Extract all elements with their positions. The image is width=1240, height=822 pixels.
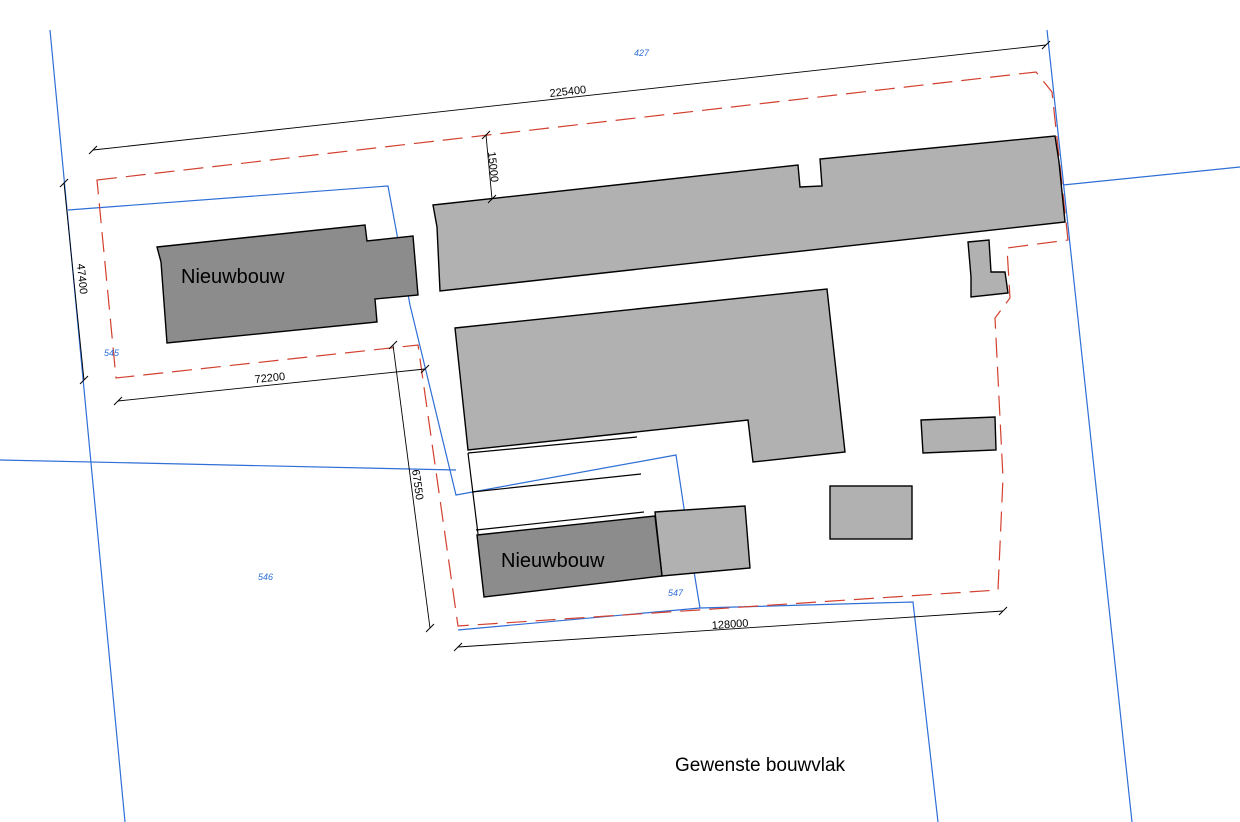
parcel-line-east — [1046, 29, 1133, 822]
dimension-line-left-width — [63, 182, 85, 381]
dimension-tick — [113, 396, 123, 406]
dimension-line-left-length — [117, 368, 426, 402]
dimension-top-length: 225400 — [549, 84, 587, 100]
dimension-tick — [59, 178, 69, 188]
existing-building-long-north — [432, 135, 1066, 292]
shed-line-1 — [467, 436, 638, 454]
dimension-line-offset — [485, 134, 493, 200]
dimension-tick — [998, 606, 1008, 616]
new-building-west — [156, 224, 419, 344]
parcel-number-546: 546 — [258, 572, 273, 582]
parcel-line-southwest — [0, 459, 457, 471]
dimension-line-mid-width — [392, 344, 431, 629]
dimension-line-top — [92, 44, 1047, 151]
dimension-tick — [388, 340, 398, 350]
dimension-left-length: 72200 — [254, 371, 286, 386]
existing-building-south-annex — [654, 505, 751, 577]
parcel-number-545: 545 — [104, 348, 120, 358]
parcel-547-boundary — [457, 601, 939, 822]
dimension-tick — [88, 145, 98, 155]
dimension-tick — [1041, 40, 1051, 50]
new-building-west-label: Nieuwbouw — [181, 266, 285, 288]
parcel-line-west — [49, 29, 126, 822]
desired-building-envelope — [96, 71, 1069, 627]
shed-line-3 — [475, 511, 645, 531]
existing-building-annex-east — [920, 416, 997, 454]
dimension-tick — [453, 642, 463, 652]
existing-building-square — [829, 485, 913, 540]
parcel-number-547: 547 — [668, 588, 684, 598]
dimension-left-width: 47400 — [74, 263, 89, 295]
new-building-south-label: Nieuwbouw — [501, 550, 605, 572]
dimension-tick — [487, 194, 497, 204]
new-building-south — [476, 515, 663, 598]
parcel-number-427: 427 — [634, 48, 650, 58]
open-shed-outlines — [467, 436, 645, 535]
dimension-lines: 225400 15000 47400 72200 67550 128000 — [59, 40, 1051, 652]
dimension-bottom-length: 128000 — [711, 618, 748, 632]
shed-line-2 — [471, 473, 642, 493]
dimension-line-bottom — [457, 610, 1004, 648]
dimension-tick — [79, 375, 89, 385]
parcel-numbers: 427 545 546 547 — [104, 48, 684, 598]
existing-building-small-east — [967, 239, 1009, 298]
dimension-top-offset: 15000 — [485, 151, 500, 183]
dimension-tick — [425, 623, 435, 633]
dimension-tick — [481, 130, 491, 140]
new-buildings — [156, 224, 663, 598]
drawing-caption: Gewenste bouwvlak — [675, 755, 846, 776]
existing-buildings — [432, 135, 1066, 577]
parcel-line-northeast — [1062, 166, 1240, 186]
existing-building-central — [454, 288, 846, 463]
dimension-mid-width: 67550 — [409, 469, 425, 501]
shed-line-west — [467, 452, 479, 535]
dimension-tick — [420, 364, 430, 374]
